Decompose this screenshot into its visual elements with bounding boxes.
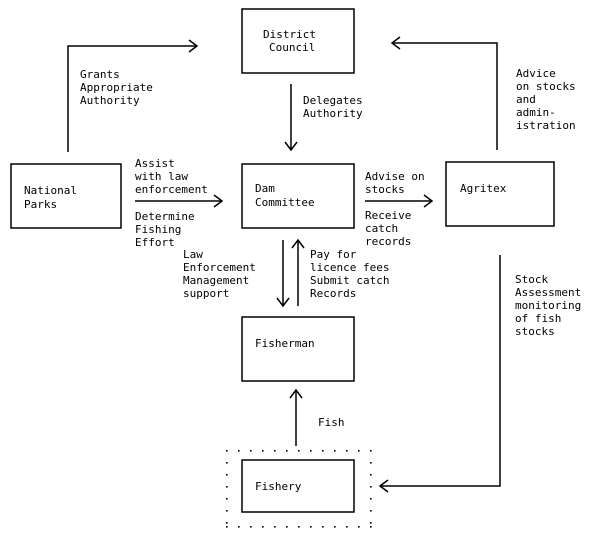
pay-licence-fees-label: Pay for licence fees Submit catch Record… bbox=[310, 248, 396, 300]
grants-authority-label: Grants Appropriate Authority bbox=[80, 68, 159, 107]
border-dot bbox=[262, 526, 264, 528]
arrowhead-parks-to-dam bbox=[213, 194, 224, 208]
border-dot bbox=[322, 526, 324, 528]
arrowhead-parks-to-council bbox=[188, 39, 199, 53]
agritex-box bbox=[445, 161, 555, 227]
border-dot bbox=[370, 474, 372, 476]
border-dot bbox=[370, 498, 372, 500]
border-dot bbox=[226, 474, 228, 476]
border-dot bbox=[250, 450, 252, 452]
edge-agritex-to-fishery bbox=[380, 255, 501, 487]
determine-fishing-effort-label: Determine Fishing Effort bbox=[135, 210, 201, 249]
fisherman-label: Fisherman bbox=[255, 337, 315, 350]
border-dot bbox=[226, 486, 228, 488]
fishery-box bbox=[241, 459, 355, 513]
arrowhead-agritex-to-council bbox=[390, 36, 401, 50]
border-dot bbox=[226, 498, 228, 500]
receive-catch-records-label: Receive catch records bbox=[365, 209, 418, 248]
arrowhead-dam-to-fisherman bbox=[276, 297, 290, 308]
national-parks-box bbox=[10, 163, 122, 229]
arrowhead-council-to-dam bbox=[284, 141, 298, 152]
border-dot bbox=[298, 526, 300, 528]
fishery-dotted-border bbox=[226, 450, 372, 528]
advice-on-stocks-label: Advice on stocks and admin- istration bbox=[516, 67, 582, 132]
arrowhead-fishery-to-fisherman bbox=[289, 388, 303, 399]
border-dot bbox=[370, 526, 372, 528]
arrowhead-fisherman-to-dam bbox=[291, 238, 305, 249]
border-dot bbox=[358, 450, 360, 452]
assist-law-enforcement-label: Assist with law enforcement bbox=[135, 157, 208, 196]
fisherman-box bbox=[241, 316, 355, 382]
law-enforcement-support-label: Law Enforcement Management support bbox=[183, 248, 262, 300]
fish-label: Fish bbox=[318, 416, 345, 429]
dam-committee-box bbox=[241, 163, 355, 229]
district-council-label: District Council bbox=[263, 28, 323, 54]
fishery-label: Fishery bbox=[255, 480, 302, 493]
arrowhead-dam-to-agritex bbox=[423, 194, 434, 208]
border-dot bbox=[370, 462, 372, 464]
border-dot bbox=[286, 450, 288, 452]
agritex-label: Agritex bbox=[460, 182, 507, 195]
border-dot bbox=[226, 522, 228, 524]
border-dot bbox=[238, 450, 240, 452]
border-dot bbox=[286, 526, 288, 528]
border-dot bbox=[226, 462, 228, 464]
edge-agritex-to-council bbox=[392, 42, 498, 150]
border-dot bbox=[310, 526, 312, 528]
border-dot bbox=[370, 510, 372, 512]
border-dot bbox=[274, 450, 276, 452]
delegates-authority-label: Delegates Authority bbox=[303, 94, 369, 120]
border-dot bbox=[358, 526, 360, 528]
border-dot bbox=[262, 450, 264, 452]
advise-on-stocks-label: Advise on stocks bbox=[365, 170, 431, 196]
border-dot bbox=[334, 526, 336, 528]
district-council-box bbox=[241, 8, 355, 74]
border-dot bbox=[370, 450, 372, 452]
border-dot bbox=[298, 450, 300, 452]
border-dot bbox=[310, 450, 312, 452]
dam-committee-label: Dam Committee bbox=[255, 182, 315, 209]
edge-parks-to-council bbox=[67, 45, 197, 152]
border-dot bbox=[226, 450, 228, 452]
border-dot bbox=[274, 526, 276, 528]
border-dot bbox=[238, 526, 240, 528]
arrowhead-agritex-to-fishery bbox=[378, 479, 389, 493]
border-dot bbox=[346, 526, 348, 528]
border-dot bbox=[346, 450, 348, 452]
border-dot bbox=[250, 526, 252, 528]
national-parks-label: National Parks bbox=[24, 184, 84, 211]
stock-assessment-label: Stock Assessment monitoring of fish stoc… bbox=[515, 273, 588, 338]
border-dot bbox=[370, 486, 372, 488]
border-dot bbox=[226, 526, 228, 528]
border-dot bbox=[370, 522, 372, 524]
border-dot bbox=[322, 450, 324, 452]
border-dot bbox=[334, 450, 336, 452]
border-dot bbox=[226, 510, 228, 512]
